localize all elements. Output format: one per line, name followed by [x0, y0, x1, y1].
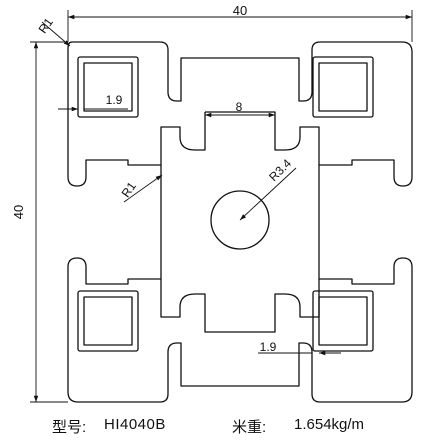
dimension-slot-width: 8 [236, 100, 243, 114]
dimension-wall-thickness-top-left: 1.9 [106, 93, 123, 107]
weight-value: 1.654kg/m [294, 416, 365, 433]
dimension-inner-radius: R1 [119, 179, 139, 200]
dim-center-radius-leader [239, 167, 297, 221]
chamber-bottom-left [83, 296, 133, 346]
profile-info-bar: 型号: HI4040B 米重: 1.654kg/m [0, 412, 440, 438]
dimension-center-hole-radius: R3.4 [266, 156, 294, 184]
dimension-overall-width: 40 [233, 3, 247, 18]
dimension-overall-height: 40 [11, 205, 26, 219]
chamber-top-right-wall [312, 56, 374, 118]
dim-corner-radius-leader [41, 21, 71, 47]
chamber-top-right [318, 62, 368, 112]
dim-inner-radius-leader [123, 174, 163, 203]
model-label: 型号: [52, 419, 87, 436]
center-bore [210, 190, 270, 250]
chamber-bottom-right [318, 296, 368, 346]
chamber-top-left-wall [77, 56, 139, 118]
dimension-wall-thickness-bottom-right: 1.9 [260, 340, 277, 354]
dimension-corner-radius: R1 [36, 15, 56, 36]
model-value: HI4040B [104, 416, 166, 433]
chamber-bottom-right-wall [312, 290, 374, 352]
profile-center-web [160, 111, 320, 333]
chamber-bottom-left-wall [77, 290, 139, 352]
chamber-top-left [83, 62, 133, 112]
profile-outer-outline [67, 41, 413, 403]
weight-label: 米重: [232, 419, 267, 436]
